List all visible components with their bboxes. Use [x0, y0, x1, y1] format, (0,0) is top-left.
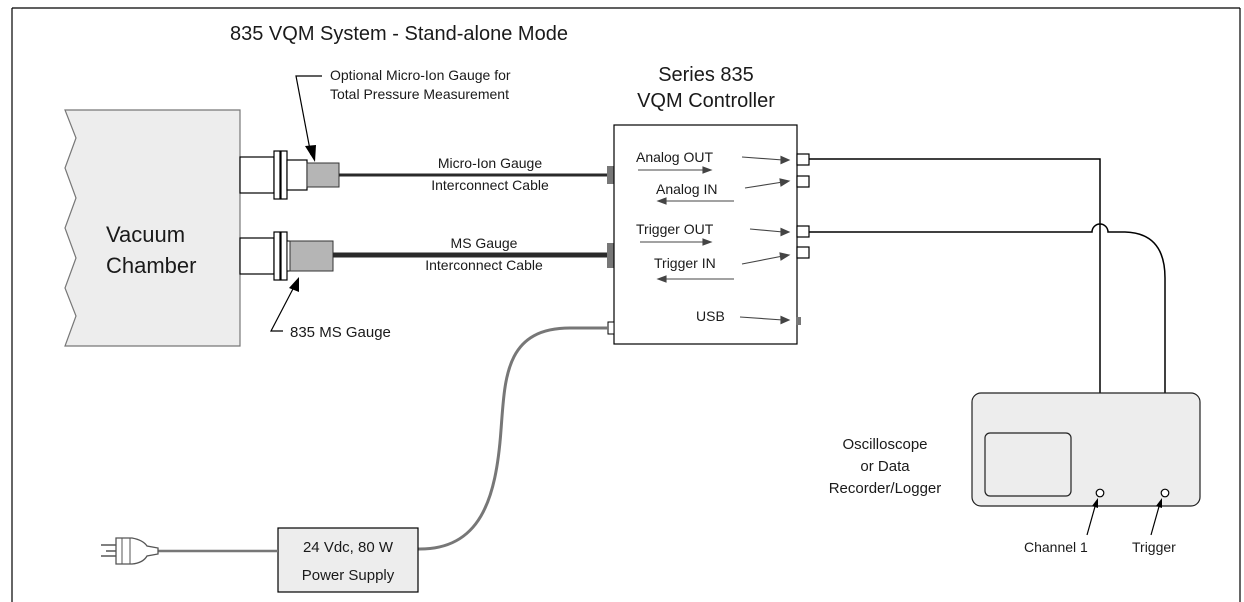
channel1-input [1095, 488, 1105, 498]
oscilloscope: Oscilloscope or Data Recorder/Logger Cha… [829, 392, 1201, 555]
trigger-label: Trigger [1132, 539, 1176, 555]
usb-port [796, 317, 801, 325]
trigger-in-port [796, 246, 810, 259]
diagram-title: 835 VQM System - Stand-alone Mode [230, 23, 568, 45]
vacuum-chamber: Vacuum Chamber [64, 109, 241, 347]
power-supply: 24 Vdc, 80 W Power Supply [158, 326, 608, 593]
controller-title-line1: Series 835 [658, 64, 754, 86]
usb-label: USB [696, 308, 725, 324]
controller-title-line2: VQM Controller [637, 90, 775, 112]
ms-cable-label-line2: Interconnect Cable [425, 257, 543, 273]
oscilloscope-label-line1: Oscilloscope [842, 436, 927, 453]
trigger-input [1160, 488, 1170, 498]
micro-ion-gauge-port [239, 150, 340, 200]
ms-gauge-callout-label: 835 MS Gauge [290, 324, 391, 341]
ms-gauge-callout: 835 MS Gauge [270, 277, 391, 341]
ms-cable-label-line1: MS Gauge [451, 235, 518, 251]
power-supply-label-line2: Power Supply [302, 567, 395, 584]
power-supply-label-line1: 24 Vdc, 80 W [303, 539, 394, 556]
oscilloscope-label-line2: or Data [860, 458, 910, 475]
vqm-controller: Series 835 VQM Controller Analog OUT Ana… [607, 64, 810, 345]
micro-ion-callout: Optional Micro-Ion Gauge for Total Press… [295, 67, 511, 162]
analog-out-port [796, 153, 810, 166]
chamber-label-line2: Chamber [106, 253, 196, 278]
analog-in-label: Analog IN [656, 181, 717, 197]
analog-out-label: Analog OUT [636, 149, 713, 165]
power-input-port [607, 321, 615, 335]
diagram-frame [11, 7, 1241, 602]
power-cable [417, 326, 608, 551]
ms-cable-connector [607, 243, 614, 268]
chamber-label-line1: Vacuum [106, 222, 185, 247]
micro-ion-cable-connector [607, 166, 614, 184]
ms-gauge-port [239, 231, 334, 281]
micro-ion-callout-line1: Optional Micro-Ion Gauge for [330, 67, 511, 83]
trigger-out-port [796, 225, 810, 238]
power-plug-icon [101, 537, 159, 565]
oscilloscope-screen [984, 432, 1072, 497]
channel1-label: Channel 1 [1024, 539, 1088, 555]
analog-out-cable [809, 158, 1101, 490]
port-arrows [638, 155, 791, 325]
micro-ion-callout-line2: Total Pressure Measurement [330, 86, 509, 102]
micro-ion-cable-label-line1: Micro-Ion Gauge [438, 155, 542, 171]
trigger-out-cable [809, 223, 1166, 490]
analog-in-port [796, 175, 810, 188]
trigger-out-label: Trigger OUT [636, 221, 714, 237]
oscilloscope-label-line3: Recorder/Logger [829, 480, 942, 497]
trigger-in-label: Trigger IN [654, 255, 716, 271]
micro-ion-cable-label-line2: Interconnect Cable [431, 177, 549, 193]
